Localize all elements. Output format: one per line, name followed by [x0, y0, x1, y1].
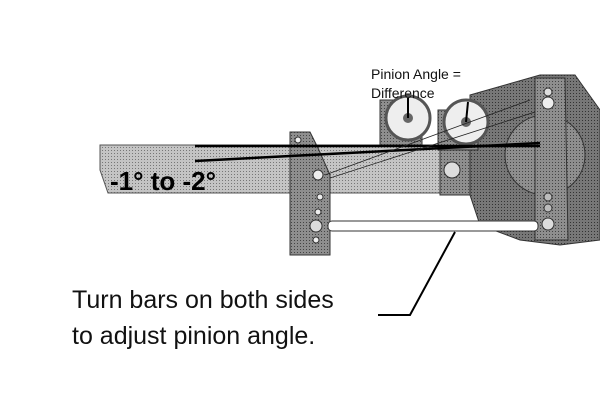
- bolt-hole: [543, 87, 553, 97]
- turn-bar: [327, 220, 539, 232]
- pinion-angle-label: Pinion Angle =: [371, 66, 461, 82]
- bolt-hole: [541, 217, 555, 231]
- bolt-hole: [312, 236, 320, 244]
- bolt-hole: [309, 219, 323, 233]
- instruction-text-1: Turn bars on both sides: [72, 286, 334, 314]
- bolt-hole: [543, 203, 553, 213]
- reference-line: [194, 141, 541, 163]
- bolt-hole: [312, 169, 324, 181]
- pinion-angle-label-2: Difference: [371, 85, 435, 101]
- instruction-text-2: to adjust pinion angle.: [72, 322, 316, 350]
- bolt-hole: [314, 208, 322, 216]
- bolt-hole: [543, 192, 553, 202]
- bolt-hole: [316, 193, 324, 201]
- axle-bracket-arm: [534, 77, 569, 241]
- u-joint: [443, 161, 461, 179]
- bolt-hole: [541, 96, 555, 110]
- bolt-hole: [294, 136, 302, 144]
- angle-range-label: -1° to -2°: [110, 166, 217, 196]
- leader-line: [378, 231, 456, 316]
